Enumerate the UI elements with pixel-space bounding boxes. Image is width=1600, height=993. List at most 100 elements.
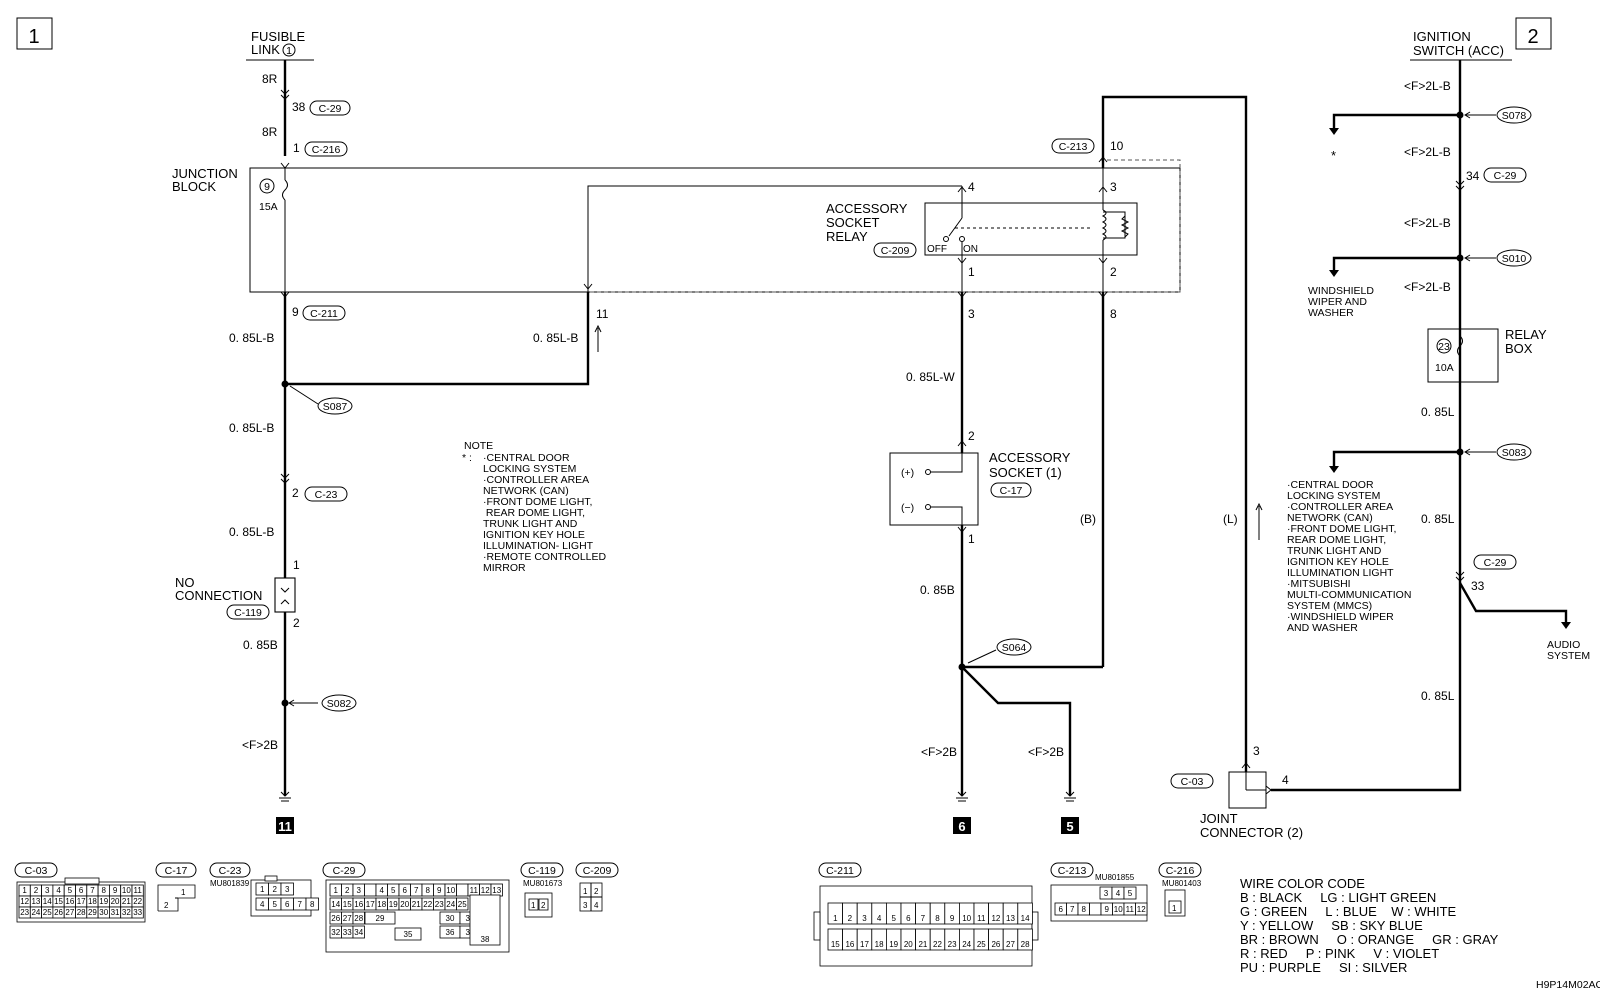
connector-pin-number: 3 (357, 886, 362, 895)
connector-pin-number: 11 (470, 886, 479, 895)
connector-pin-number: 8 (1082, 905, 1087, 914)
note-line: ILLUMINATION- LIGHT (483, 540, 594, 552)
connector-pin-number: 4 (260, 900, 265, 909)
pin-4-joint: 4 (1282, 773, 1289, 787)
ground-6: 6 (958, 819, 965, 834)
face-c213-label: C-213 (1058, 865, 1087, 877)
connector-pin-number: 2 (34, 886, 39, 895)
note-line: MIRROR (483, 562, 526, 574)
connector-pin-number: 11 (977, 914, 986, 923)
face-c23-label: C-23 (219, 865, 242, 877)
connector-pin-cell (364, 883, 377, 897)
connector-pin-number: 22 (133, 897, 142, 906)
connector-pin-number: 10 (1114, 905, 1123, 914)
wire-8r-upper: 8R (262, 72, 278, 86)
connector-pin-cell (1123, 886, 1137, 900)
connector-pin-number: 24 (962, 940, 971, 949)
connector-pin-number: 1 (260, 885, 265, 894)
connector-pin-number: 7 (90, 886, 95, 895)
connector-pin-cell (280, 882, 294, 896)
pin-2-c23: 2 (292, 486, 299, 500)
wire-f2lb-d: <F>2L-B (1404, 280, 1451, 294)
junction-block-label: JUNCTION (172, 166, 238, 181)
face-c29-label: C-29 (333, 865, 356, 877)
joint-connector-label-2: CONNECTOR (2) (1200, 825, 1303, 840)
connector-pin-number: 12 (991, 914, 1000, 923)
connector-pin-number: 4 (380, 886, 385, 895)
svg-text:2: 2 (594, 887, 599, 896)
note-line: NETWORK (CAN) (483, 485, 569, 497)
wire-f2b-left: <F>2B (242, 738, 278, 752)
connector-pin-cell (1017, 902, 1033, 925)
wire-085b-mid: 0. 85B (920, 583, 955, 597)
socket-label-2: SOCKET (1) (989, 465, 1062, 480)
connector-pin-number: 13 (492, 886, 501, 895)
connector-pin-number: 6 (906, 914, 911, 923)
audio-label-2: SYSTEM (1547, 650, 1590, 662)
pin-9-c211: 9 (292, 305, 299, 319)
face-c23-part: MU801839 (210, 879, 250, 888)
connector-pin-number: 31 (111, 908, 120, 917)
fuse-9-number: 9 (264, 181, 270, 193)
connector-pin-number: 5 (891, 914, 896, 923)
asterisk-mark: * (1331, 148, 1336, 163)
branch-b: (B) (1080, 512, 1096, 526)
connector-pin-cell (1135, 902, 1148, 916)
wire-color-row: Y : YELLOW SB : SKY BLUE (1240, 918, 1423, 933)
ignition-label: IGNITION (1413, 29, 1471, 44)
wire-085l-c: 0. 85L (1421, 689, 1455, 703)
pin-8: 8 (1110, 307, 1117, 321)
connector-pin-number: 30 (99, 908, 108, 917)
svg-text:2: 2 (164, 901, 169, 910)
connector-pin-number: 6 (285, 900, 290, 909)
ground-5: 5 (1066, 819, 1073, 834)
connector-face-c216: 1 (1164, 889, 1186, 917)
fusible-link-label: FUSIBLE (251, 29, 306, 44)
connector-pin-cell (456, 897, 469, 911)
connector-c29-top: C-29 (319, 103, 342, 115)
windshield-label-2: WIPER AND (1308, 296, 1367, 308)
relay-label: ACCESSORY (826, 201, 908, 216)
connector-pin-number: 23 (948, 940, 957, 949)
connector-pin-number: 10 (122, 886, 131, 895)
connector-pin-number: 28 (354, 914, 363, 923)
socket-label: ACCESSORY (989, 450, 1071, 465)
svg-text:1: 1 (583, 887, 588, 896)
splice-s087: S087 (323, 401, 348, 413)
pin-2-socket: 2 (968, 429, 975, 443)
pin-3-joint: 3 (1253, 744, 1260, 758)
connector-pin-cell (1017, 928, 1033, 951)
pin-11: 11 (596, 307, 609, 321)
wire-color-row: PU : PURPLE SI : SILVER (1240, 960, 1407, 975)
wire-color-row: R : RED P : PINK V : VIOLET (1240, 946, 1439, 961)
connector-pin-number: 7 (414, 886, 419, 895)
diagram-id: H9P14M02AC (1536, 979, 1600, 991)
connector-pin-number: 38 (481, 935, 490, 944)
connector-pin-number: 25 (977, 940, 986, 949)
wire-color-row: G : GREEN L : BLUE W : WHITE (1240, 904, 1457, 919)
connector-pin-number: 14 (43, 897, 52, 906)
relay-label-3: RELAY (826, 229, 868, 244)
connector-pin-number: 1 (833, 914, 838, 923)
connector-pin-number: 4 (56, 886, 61, 895)
connector-pin-number: 16 (845, 940, 854, 949)
splice-s082: S082 (327, 698, 352, 710)
connector-pin-number: 21 (122, 897, 131, 906)
connector-pin-number: 29 (88, 908, 97, 917)
wire-085lw: 0. 85L-W (906, 370, 955, 384)
note-title: NOTE (464, 440, 493, 452)
connector-pin-number: 22 (423, 900, 432, 909)
connector-pin-number: 12 (20, 897, 29, 906)
note-line: REAR DOME LIGHT, (483, 507, 585, 519)
connector-pin-number: 5 (391, 886, 396, 895)
note-star: * : (462, 452, 472, 464)
note-line: LOCKING SYSTEM (483, 463, 576, 475)
pin-4: 4 (968, 180, 975, 194)
face-c17-label: C-17 (165, 865, 188, 877)
face-c209-label: C-209 (583, 865, 612, 877)
connector-pin-number: 15 (343, 900, 352, 909)
connector-c29-right-bottom: C-29 (1484, 557, 1507, 569)
svg-text:2: 2 (541, 901, 546, 910)
